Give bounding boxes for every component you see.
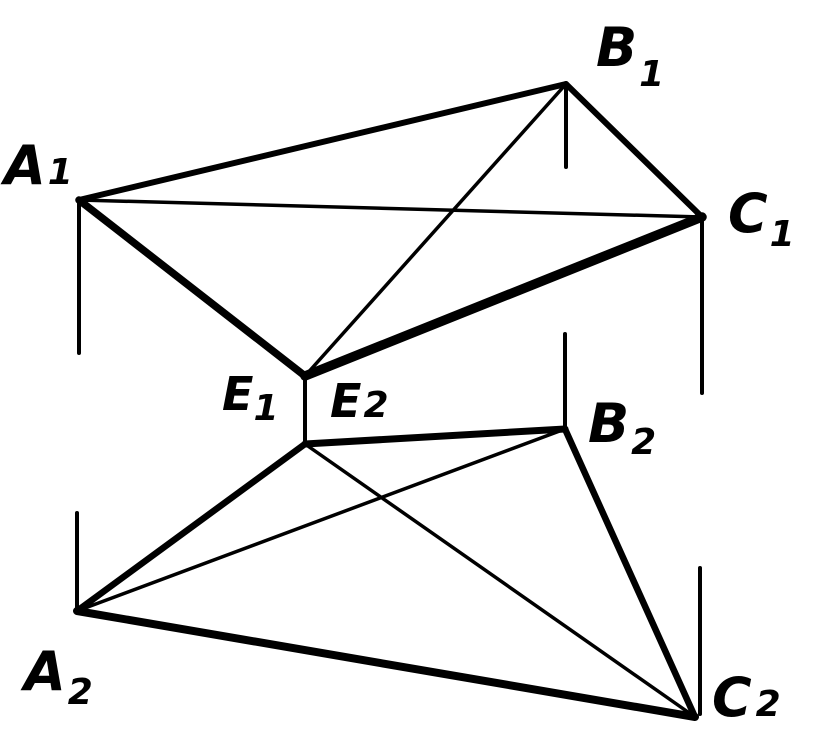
- edge-e2-b2: [301, 425, 569, 448]
- lower-projection: [73, 425, 699, 721]
- edge-b1-c1: [563, 81, 705, 220]
- edge-a2-b2: [75, 427, 567, 613]
- label-b2: B2: [588, 392, 656, 463]
- label-e2: E2: [330, 374, 389, 428]
- edge-e2-c2: [303, 442, 697, 719]
- edge-a1-c1: [77, 198, 704, 219]
- edge-a2-c2: [73, 607, 699, 721]
- label-a1: A1: [0, 134, 73, 197]
- edge-a1-b1: [76, 81, 569, 203]
- edge-b1-e1: [303, 82, 568, 378]
- projection-connectors: [75, 84, 704, 716]
- upper-projection: [75, 81, 707, 381]
- edge-c1-e1: [300, 212, 707, 381]
- label-b1: B1: [596, 16, 664, 95]
- label-a2: A2: [20, 640, 93, 713]
- edge-a1-e1: [75, 196, 309, 380]
- label-e1: E1: [222, 367, 279, 429]
- edge-b2-c2: [561, 425, 699, 721]
- edge-a2-e2: [73, 440, 309, 615]
- label-c1: C1: [728, 182, 795, 255]
